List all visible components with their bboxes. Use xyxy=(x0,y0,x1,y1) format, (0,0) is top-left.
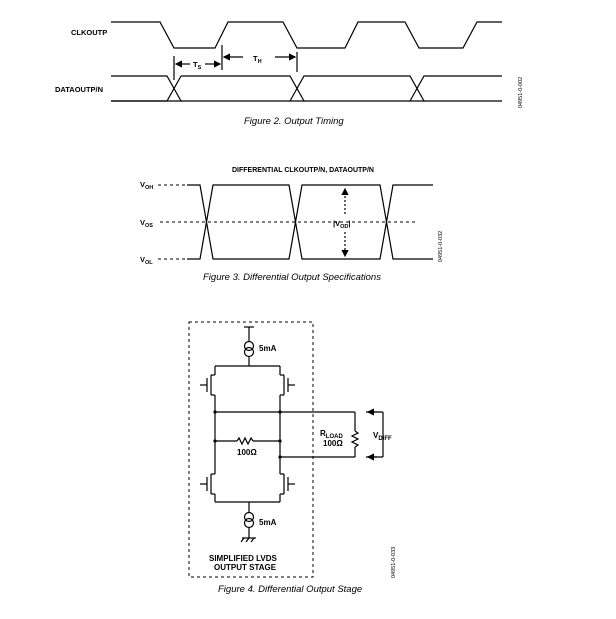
ground-icon xyxy=(240,537,256,543)
current-source-top xyxy=(243,340,255,358)
stage-label-line2: OUTPUT STAGE xyxy=(214,563,277,572)
internal-resistor xyxy=(236,436,254,446)
figure-2-output-timing: CLKOUTP DATAOUTP/N TS TH 04951-0-002 Fig… xyxy=(55,21,524,127)
internal-resistor-label: 100Ω xyxy=(237,448,257,457)
vol-label: VOL xyxy=(140,255,153,266)
voh-label: VOH xyxy=(140,180,153,191)
vdiff-label: VDIFF xyxy=(373,431,392,442)
differential-eye-waveform xyxy=(187,184,433,260)
figure-2-caption: Figure 2. Output Timing xyxy=(244,116,344,127)
figure-3-code: 04951-0-032 xyxy=(438,231,444,262)
timing-markers xyxy=(173,45,298,80)
th-label: TH xyxy=(253,54,262,65)
clock-waveform xyxy=(111,21,502,49)
transistor-bottom-left xyxy=(200,473,215,495)
data-waveform xyxy=(111,75,502,102)
transistor-bottom-right xyxy=(280,473,295,495)
figure-3-title: DIFFERENTIAL CLKOUTP/N, DATAOUTP/N xyxy=(232,167,374,174)
vos-label: VOS xyxy=(140,218,153,229)
rload-value: 100Ω xyxy=(323,439,343,448)
load-resistor xyxy=(350,430,360,448)
current-top-label: 5mA xyxy=(259,344,277,353)
figure-3-differential-output: DIFFERENTIAL CLKOUTP/N, DATAOUTP/N VOH V… xyxy=(140,167,444,283)
figure-4-output-stage: 5mA xyxy=(188,321,397,595)
transistor-top-right xyxy=(280,374,295,396)
current-source-bottom xyxy=(243,511,255,529)
figure-4-code: 04951-0-033 xyxy=(391,547,397,578)
stage-label-line1: SIMPLIFIED LVDS xyxy=(209,554,278,563)
dataoutp-label: DATAOUTP/N xyxy=(55,85,103,94)
figure-3-caption: Figure 3. Differential Output Specificat… xyxy=(203,272,381,283)
figure-2-code: 04951-0-002 xyxy=(518,77,524,108)
transistor-top-left xyxy=(200,374,215,396)
vod-label: |VOD| xyxy=(333,219,350,230)
current-bottom-label: 5mA xyxy=(259,518,277,527)
clkoutp-label: CLKOUTP xyxy=(71,28,107,37)
output-stage-boundary xyxy=(188,321,314,578)
ts-label: TS xyxy=(193,60,202,71)
rload-label: RLOAD xyxy=(320,429,343,440)
figure-4-caption: Figure 4. Differential Output Stage xyxy=(218,584,362,595)
